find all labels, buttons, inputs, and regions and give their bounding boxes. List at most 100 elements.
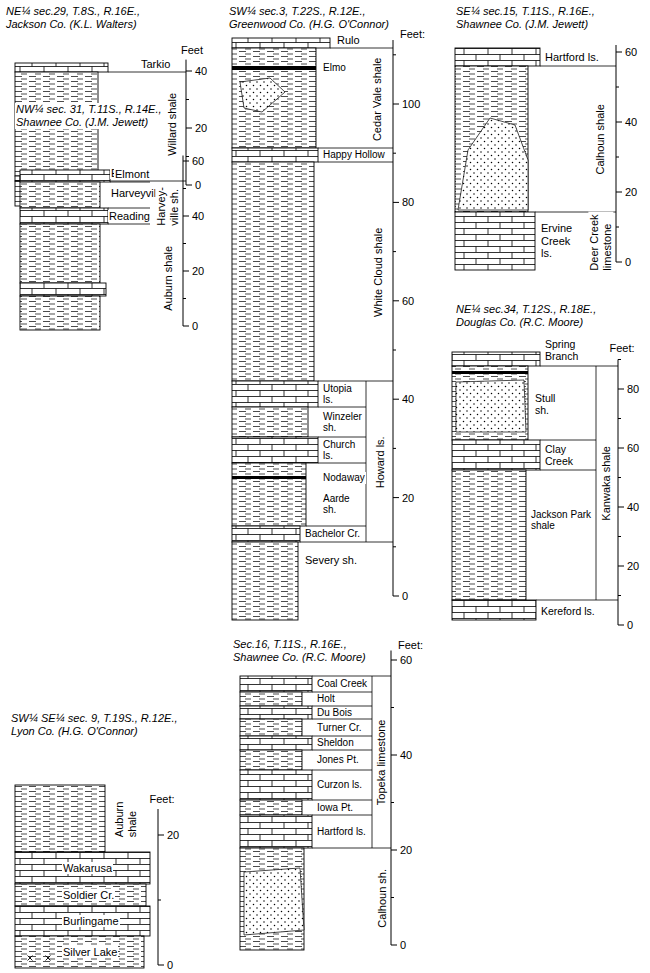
unit-name: Coal Creek <box>316 678 368 690</box>
scale-tick <box>393 202 399 203</box>
section-column <box>240 651 397 951</box>
unit-name: Clay Creek <box>544 443 576 467</box>
unit-name: Hartford ls. <box>544 51 600 64</box>
rock-unit <box>232 48 316 148</box>
scale-tick <box>391 755 397 756</box>
scale-tick <box>186 156 189 157</box>
scale-tick <box>393 104 399 105</box>
rock-unit <box>20 170 110 182</box>
section-heading: SW¼ sec.3, T.22S., R.12E., Greenwood Co.… <box>228 5 391 31</box>
unit-name: Elmo <box>322 62 347 74</box>
scale-number: 0 <box>399 939 407 952</box>
scale-tick <box>158 900 161 901</box>
contact-line <box>312 676 391 677</box>
formation-name: White Cloud shale <box>372 226 385 317</box>
scale-tick <box>186 185 192 186</box>
scale-unit: Feet: <box>149 793 176 806</box>
scale-number: 20 <box>166 829 180 842</box>
contact-line <box>306 526 366 527</box>
scale-number: 40 <box>399 749 413 762</box>
unit-name: Bachelor Cr. <box>304 528 361 540</box>
contact-line <box>540 366 618 367</box>
scale-tick <box>391 707 394 708</box>
contact-line <box>108 224 150 225</box>
member-bracket <box>596 366 597 600</box>
contact-line <box>300 542 393 543</box>
scale-tick <box>393 300 399 301</box>
contact-line <box>108 208 150 209</box>
rock-unit <box>232 148 318 162</box>
scale-tick <box>616 227 619 228</box>
sandstone-body <box>456 380 526 432</box>
rock-unit <box>232 38 330 48</box>
section-column <box>20 156 189 331</box>
scale-tick <box>158 835 164 836</box>
rock-unit <box>452 366 528 440</box>
scale-number: 20 <box>191 265 205 278</box>
scale-number: 80 <box>401 196 415 209</box>
contact-line <box>540 440 596 441</box>
scale-tick <box>393 448 396 449</box>
scale-tick <box>393 399 399 400</box>
formation-name: Howard ls. <box>374 435 387 489</box>
rock-unit <box>232 162 314 381</box>
rock-unit <box>232 463 306 526</box>
scale-number: 40 <box>626 501 640 514</box>
scale-axis <box>391 651 392 946</box>
scale-number: 60 <box>626 442 640 455</box>
scale-tick <box>186 71 192 72</box>
rock-unit <box>15 785 105 852</box>
scale-axis <box>158 809 159 965</box>
formation-name: Willard shale <box>166 91 179 156</box>
unit-name: Tarkio <box>140 58 171 71</box>
contact-line <box>312 750 372 751</box>
scale-tick <box>393 153 396 154</box>
unit-name: Aarde sh. <box>322 493 352 516</box>
unit-name: Jackson Park shale <box>530 509 594 532</box>
rock-unit <box>232 437 318 463</box>
scale-tick <box>186 128 192 129</box>
contact-line <box>312 815 372 816</box>
unit-name: Curzon ls. <box>316 779 363 791</box>
scale-tick <box>618 595 621 596</box>
section-heading: Sec.16, T.11S., R.16E., Shawnee Co. (R.C… <box>232 638 368 664</box>
scale-tick <box>183 188 186 189</box>
scale-tick <box>616 52 622 53</box>
scale-tick <box>618 448 624 449</box>
unit-name: Soldier Cr. <box>62 889 115 902</box>
rock-unit <box>15 852 150 884</box>
rock-unit <box>232 542 298 620</box>
formation-name: Calhoun sh. <box>376 867 389 928</box>
scale-tick <box>393 54 396 55</box>
scale-tick <box>158 965 164 966</box>
rock-unit <box>20 283 106 296</box>
scale-tick <box>393 546 396 547</box>
rock-unit <box>455 212 535 270</box>
scale-number: 0 <box>401 590 409 603</box>
section-heading: NW¼ sec. 31, T.11S., R.14E., Shawnee Co.… <box>15 103 164 129</box>
rock-unit <box>240 736 312 750</box>
rock-unit <box>452 470 526 600</box>
rock-unit <box>452 352 540 366</box>
scale-tick <box>391 802 394 803</box>
scale-number: 20 <box>194 122 208 135</box>
scale-tick <box>618 507 624 508</box>
scale-tick <box>393 251 396 252</box>
scale-number: 60 <box>624 46 638 59</box>
contact-line <box>318 407 366 408</box>
rock-unit <box>15 63 108 72</box>
contact-line <box>104 181 186 182</box>
unit-name: Turner Cr. <box>316 722 363 734</box>
unit-name: Rulo <box>336 34 361 47</box>
scale-number: 40 <box>191 210 205 223</box>
rock-unit <box>240 719 302 736</box>
unit-name: Stull sh. <box>534 392 558 416</box>
unit-name: Reading <box>108 210 151 223</box>
rock-unit <box>240 676 312 692</box>
rock-unit <box>240 815 312 848</box>
formation-name: Cedar Vale shale <box>371 56 384 142</box>
unit-name: Winzeler sh. <box>322 411 364 434</box>
contact-line <box>540 66 616 67</box>
rock-unit <box>15 906 150 936</box>
formation-name: Harvey- ville sh. <box>155 184 180 226</box>
